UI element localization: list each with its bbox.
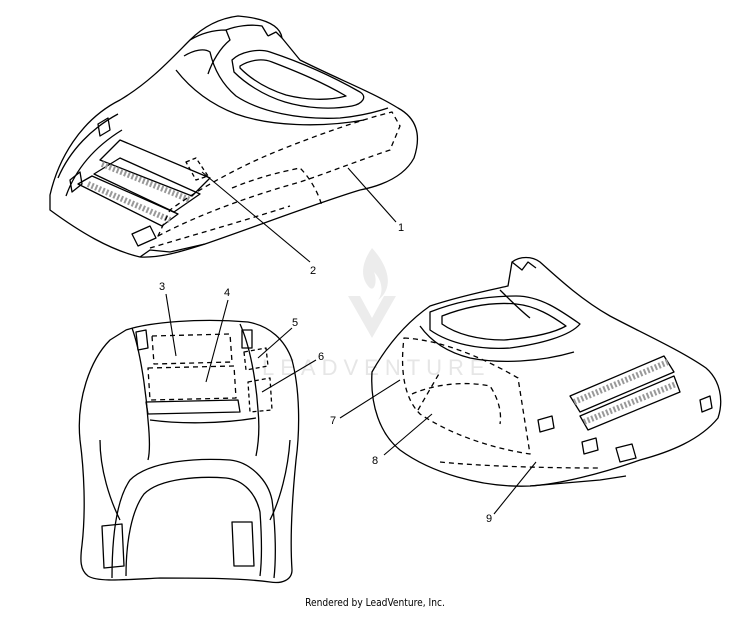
callout-3: 3 [159, 281, 165, 293]
watermark: LEADVENTURE [262, 248, 491, 380]
watermark-text: LEADVENTURE [262, 355, 491, 380]
callout-6: 6 [318, 351, 324, 363]
hood-top-view [49, 15, 419, 258]
callout-labels: 1 2 3 4 5 6 7 8 9 [159, 222, 492, 525]
footer-credit: Rendered by LeadVenture, Inc. [305, 596, 445, 609]
callout-9: 9 [486, 513, 492, 525]
callout-8: 8 [372, 455, 378, 467]
callout-2: 2 [310, 265, 316, 277]
watermark-flame-icon [363, 248, 388, 300]
callout-4: 4 [224, 287, 230, 299]
callout-5: 5 [292, 317, 298, 329]
hood-side-view [371, 256, 722, 487]
callout-1: 1 [398, 222, 404, 234]
watermark-v-icon [348, 296, 396, 338]
leader-lines [165, 167, 537, 515]
callout-7: 7 [330, 415, 336, 427]
hood-front-view [78, 319, 300, 584]
